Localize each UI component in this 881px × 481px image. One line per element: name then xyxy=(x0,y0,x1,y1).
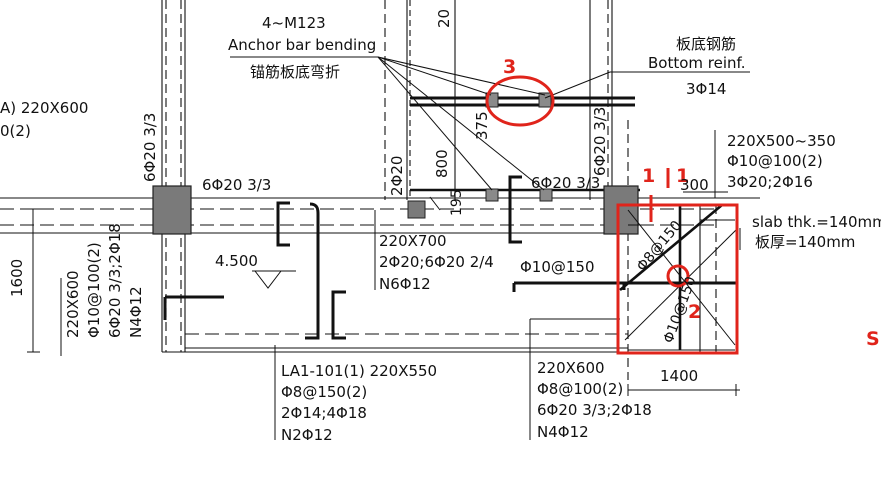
left-vert-beam-line4: N4Φ12 xyxy=(127,286,145,338)
beam-left-rebar: 6Φ20 3/3 xyxy=(202,176,271,194)
dim-195: 195 xyxy=(449,189,465,216)
slab-corner-detail xyxy=(619,204,737,351)
beam-mid-line1: 220X700 xyxy=(379,232,447,250)
beam-la1-line3: 2Φ14;4Φ18 xyxy=(281,404,367,422)
marker-1-label-left: 1 xyxy=(642,165,655,187)
left-vert-beam-line2: Φ10@100(2) xyxy=(85,242,103,338)
slab-thk-en: slab thk.=140mm xyxy=(752,213,881,231)
top-cut-number: 20 xyxy=(435,9,453,28)
marker-2-label: 2 xyxy=(688,301,701,323)
column-small xyxy=(407,200,426,219)
marker-1-label: 1 xyxy=(676,165,689,187)
elevation-label: 4.500 xyxy=(215,252,258,270)
beam-la1-line2: Φ8@150(2) xyxy=(281,383,367,401)
left-vert-beam-line3: 6Φ20 3/3;2Φ18 xyxy=(106,223,124,338)
slab-thk-cn: 板厚=140mm xyxy=(755,233,855,251)
partial-beam-line1: A) 220X600 xyxy=(0,99,88,117)
anchor-count: 4~M123 xyxy=(262,14,326,32)
bottom-reinf-bars: 3Φ14 xyxy=(686,80,726,98)
right-beam-line1: 220X500~350 xyxy=(727,132,836,150)
highlight-box xyxy=(616,203,739,355)
right-beam-line2: Φ10@100(2) xyxy=(727,152,823,170)
beam-br-line3: 6Φ20 3/3;2Φ18 xyxy=(537,401,652,419)
dimension-lines xyxy=(27,191,740,396)
partial-beam-line2: 0(2) xyxy=(0,122,31,140)
dim-375: 375 xyxy=(473,111,491,140)
beam-br-line1: 220X600 xyxy=(537,359,605,377)
anchor-plates xyxy=(485,92,553,202)
slab-rebar-label: Φ10@150 xyxy=(520,258,595,276)
vert-2phi20: 2Φ20 xyxy=(388,156,406,196)
beam-mid-line2: 2Φ20;6Φ20 2/4 xyxy=(379,253,494,271)
anchor-en: Anchor bar bending xyxy=(228,36,376,54)
dim-1600: 1600 xyxy=(8,259,26,297)
dim-800: 800 xyxy=(433,149,451,178)
column-right xyxy=(603,185,639,235)
beam-mid-line3: N6Φ12 xyxy=(379,275,431,293)
bottom-reinf-bars xyxy=(410,96,635,107)
column-left-rebar: 6Φ20 3/3 xyxy=(141,113,159,182)
leader-lines xyxy=(60,56,750,440)
anchor-cn: 锚筋板底弯折 xyxy=(250,63,340,81)
marker-2-circle xyxy=(666,264,690,288)
bottom-reinf-cn: 板底钢筋 xyxy=(676,35,736,53)
beam-la1-line4: N2Φ12 xyxy=(281,426,333,444)
left-vert-beam-label: 220X600 Φ10@100(2) 6Φ20 3/3;2Φ18 N4Φ12 xyxy=(64,223,145,338)
highlight-markers xyxy=(485,75,739,355)
beam-br-line4: N4Φ12 xyxy=(537,423,589,441)
marker-3-ellipse xyxy=(485,75,555,127)
marker-3-label: 3 xyxy=(503,56,516,78)
center-top-rebar: 6Φ20 3/3 xyxy=(531,174,600,192)
left-vert-beam-line1: 220X600 xyxy=(64,270,82,338)
edge-logo-fragment: S xyxy=(866,328,880,350)
dim-300: 300 xyxy=(680,176,709,194)
column-left xyxy=(152,185,192,235)
bottom-reinf-en: Bottom reinf. xyxy=(648,54,746,72)
dim-1400: 1400 xyxy=(660,367,698,385)
beam-la1-line1: LA1-101(1) 220X550 xyxy=(281,362,437,380)
beam-br-line2: Φ8@100(2) xyxy=(537,380,623,398)
right-vert-rebar: 6Φ20 3/3 xyxy=(591,107,609,176)
right-beam-line3: 3Φ20;2Φ16 xyxy=(727,173,813,191)
